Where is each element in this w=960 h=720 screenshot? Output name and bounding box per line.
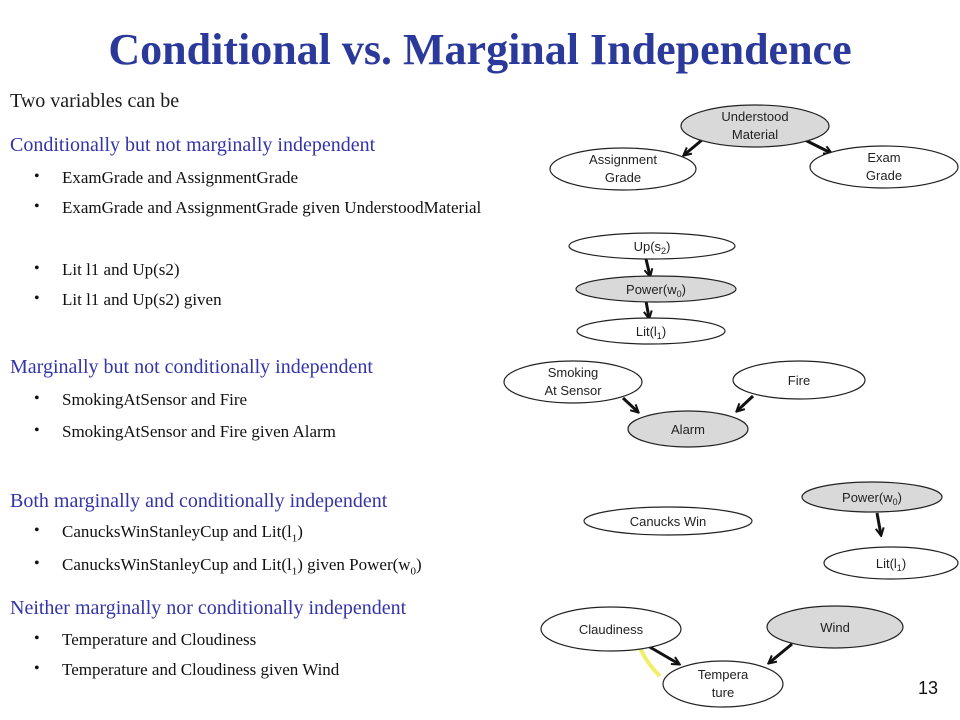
diagram-canucks-power-lit: Canucks Win Power(w0) Lit(l1) [583, 481, 959, 580]
node-smoking-at-sensor [503, 360, 643, 404]
bullet-dot-icon: • [34, 290, 40, 307]
node-label: Power(w0) [842, 490, 902, 507]
node-label: Lit(l1) [876, 556, 906, 573]
node-label: Lit(l1) [636, 324, 666, 341]
node-label: Claudiness [579, 622, 644, 637]
node-wind [766, 605, 904, 649]
intro-text: Two variables can be [10, 90, 180, 112]
section-heading-conditional-not-marginal: Conditionally but not marginally indepen… [10, 134, 376, 156]
edge-up-to-power [646, 258, 650, 276]
node-label: At Sensor [544, 383, 602, 398]
bullet-dot-icon: • [34, 630, 40, 647]
bullet-item: •Temperature and Cloudiness given Wind [34, 660, 340, 679]
bullet-item: •SmokingAtSensor and Fire [34, 390, 248, 409]
bullet-dot-icon: • [34, 260, 40, 277]
node-label: Up(s2) [634, 239, 671, 256]
diagram-up-power-lit: Up(s2) Power(w0) Lit(l1) [568, 232, 737, 345]
node-canucks-win [583, 506, 753, 536]
node-label: Tempera [698, 667, 749, 682]
bullet-dot-icon: • [34, 390, 40, 407]
edge-fire-to-alarm [737, 394, 755, 411]
section-heading-neither-independent: Neither marginally nor conditionally ind… [10, 597, 407, 619]
page-number: 13 [918, 678, 939, 698]
bullet-item: •ExamGrade and AssignmentGrade [34, 168, 299, 187]
bullet-item: •Temperature and Cloudiness [34, 630, 257, 649]
node-lit-l1 [576, 317, 726, 345]
node-up-s2 [568, 232, 736, 260]
edge-understood-to-exam [804, 138, 831, 153]
bullet-item: •CanucksWinStanleyCup and Lit(l1) given … [34, 555, 422, 578]
node-label: Power(w0) [626, 282, 686, 299]
bullet-item: •CanucksWinStanleyCup and Lit(l1) [34, 522, 303, 545]
node-temperature [662, 660, 784, 708]
diagram-understood-material: Understood Material Assignment Grade Exa… [549, 104, 959, 191]
slide-title: Conditional vs. Marginal Independence [108, 25, 852, 74]
node-fire [732, 360, 866, 400]
edge-understood-to-assignment [684, 138, 703, 155]
node-label: ture [712, 685, 734, 700]
highlight-stroke [638, 647, 662, 678]
node-label: Alarm [671, 422, 705, 437]
bullet-item: •Lit l1 and Up(s2) given [34, 290, 222, 309]
bullet-item: •ExamGrade and AssignmentGrade given Und… [34, 198, 482, 217]
diagram-smoking-fire-alarm: Smoking At Sensor Fire Alarm [503, 360, 866, 448]
node-lit-l1 [823, 546, 959, 580]
bullet-item: •SmokingAtSensor and Fire given Alarm [34, 422, 336, 441]
node-label: Material [732, 127, 778, 142]
node-label: Understood [721, 109, 788, 124]
node-assignment-grade [549, 147, 697, 191]
bullet-dot-icon: • [34, 198, 40, 215]
node-label: Wind [820, 620, 850, 635]
node-label: Fire [788, 373, 810, 388]
node-claudiness [540, 606, 682, 652]
node-alarm [627, 410, 749, 448]
node-label: Exam [867, 150, 900, 165]
diagram-claudiness-wind-temperature: Claudiness Wind Tempera ture [540, 605, 904, 708]
edge-power-to-lit [646, 300, 649, 318]
bullet-dot-icon: • [34, 555, 40, 572]
section-heading-both-independent: Both marginally and conditionally indepe… [10, 490, 388, 512]
node-label: Canucks Win [630, 514, 707, 529]
edge-smoking-to-alarm [621, 396, 638, 412]
edge-wind-to-temperature [769, 642, 793, 663]
bullet-item: •Lit l1 and Up(s2) [34, 260, 180, 279]
node-understood-material [680, 104, 830, 148]
edge-claudiness-to-temperature [647, 644, 679, 664]
node-power-w0 [575, 275, 737, 303]
node-label: Assignment [589, 152, 657, 167]
node-label: Smoking [548, 365, 599, 380]
bullet-dot-icon: • [34, 660, 40, 677]
node-label: Grade [866, 168, 902, 183]
section-heading-marginal-not-conditional: Marginally but not conditionally indepen… [10, 356, 373, 378]
bullet-dot-icon: • [34, 168, 40, 185]
node-label: Grade [605, 170, 641, 185]
node-power-w0 [801, 481, 943, 513]
node-exam-grade [809, 145, 959, 189]
bullet-dot-icon: • [34, 422, 40, 439]
edge-power-to-lit [877, 512, 881, 535]
bullet-dot-icon: • [34, 522, 40, 539]
